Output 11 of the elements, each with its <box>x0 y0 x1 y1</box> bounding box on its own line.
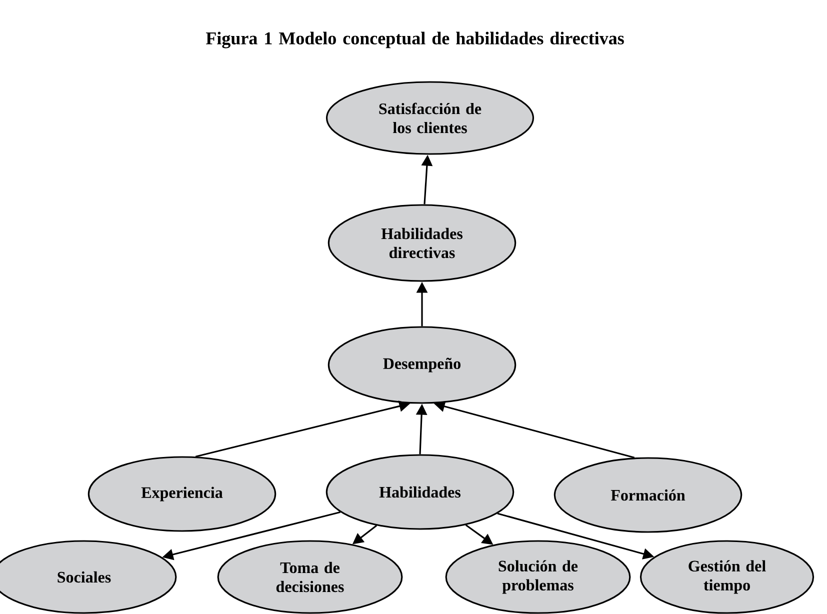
ellipse-node: Gestión del tiempo <box>640 540 814 614</box>
ellipse-node: Sociales <box>0 540 177 614</box>
figure-title: Figura 1 Modelo conceptual de habilidades directivas <box>206 32 624 48</box>
ellipse-node: Satisfacción de los clientes <box>326 81 534 155</box>
ellipse-node: Desempeño <box>328 326 516 404</box>
ellipse-node: Toma de decisiones <box>217 540 403 614</box>
ellipse-node: Habilidades <box>326 454 514 530</box>
ellipse-node: Experiencia <box>88 456 276 532</box>
ellipse-node: Solución de problemas <box>445 540 631 614</box>
ellipse-node: Formación <box>554 457 742 533</box>
ellipse-node: Habilidades directivas <box>328 204 516 282</box>
